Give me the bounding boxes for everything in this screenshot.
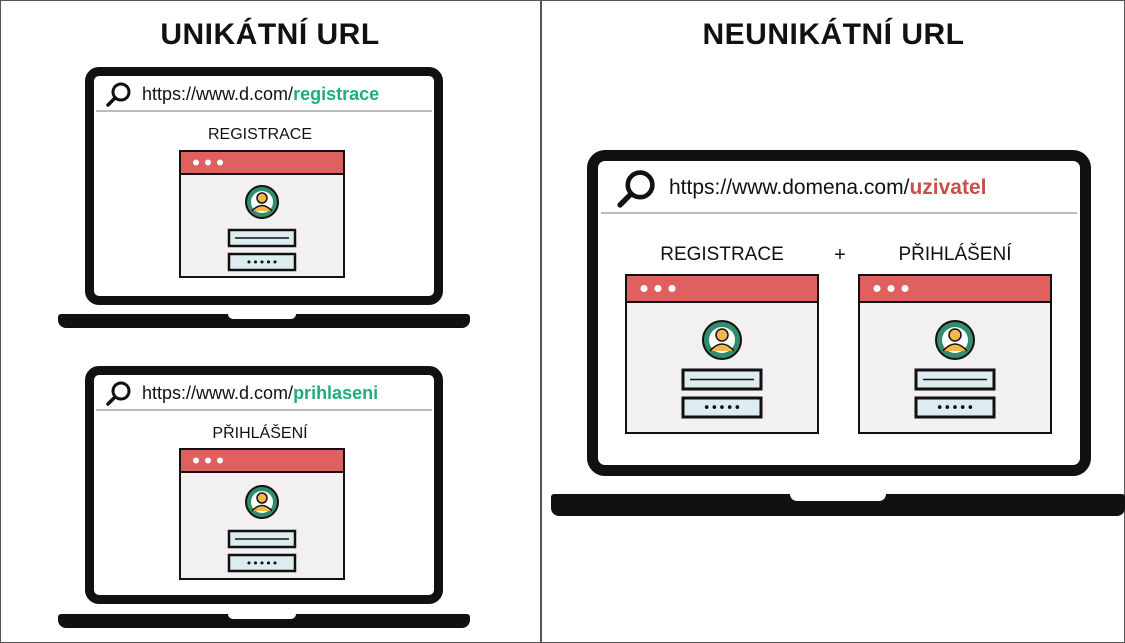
- url-base: https://www.d.com/: [142, 382, 294, 403]
- url-slug: uzivatel: [909, 176, 987, 199]
- svg-text:•••••: •••••: [246, 256, 278, 269]
- panel-label: PŘIHLÁŠENÍ: [212, 425, 308, 442]
- browser-window-icon: •••••: [179, 150, 345, 278]
- password-field-icon: [227, 553, 297, 573]
- password-field-icon: [914, 396, 996, 419]
- url-base: https://www.d.com/: [142, 83, 294, 104]
- address-bar: https://www.d.com/registrace: [96, 78, 432, 112]
- plus-sign: +: [834, 244, 846, 266]
- user-avatar-icon: [245, 185, 279, 219]
- url-slug: registrace: [293, 83, 380, 104]
- right-column-title: NEUNIKÁTNÍ URL: [702, 18, 965, 51]
- left-column-title: UNIKÁTNÍ URL: [160, 18, 380, 51]
- browser-window-icon: •••••: [858, 274, 1052, 434]
- password-field-icon: [681, 396, 763, 419]
- address-bar: https://www.d.com/prihlaseni: [96, 377, 432, 411]
- svg-text:•••••: •••••: [936, 401, 974, 416]
- magnifier-icon: [106, 381, 131, 406]
- magnifier-icon: [106, 82, 131, 107]
- svg-text:•••••: •••••: [246, 557, 278, 570]
- browser-window-icon: •••••: [625, 274, 819, 434]
- user-avatar-icon: [935, 320, 975, 360]
- column-divider: [540, 0, 542, 643]
- svg-text:•••••: •••••: [703, 401, 741, 416]
- panel-label-registrace: REGISTRACE: [660, 244, 784, 265]
- browser-window-icon: •••••: [179, 448, 345, 580]
- user-avatar-icon: [702, 320, 742, 360]
- panel-label: REGISTRACE: [207, 126, 312, 143]
- url-base: https://www.domena.com/: [669, 176, 910, 199]
- url-slug: prihlaseni: [293, 382, 379, 403]
- magnifier-icon: [617, 170, 655, 208]
- address-bar: https://www.domena.com/uzivatel: [601, 164, 1077, 214]
- user-avatar-icon: [245, 485, 279, 519]
- password-field-icon: [227, 252, 297, 272]
- panel-label-prihlaseni: PŘIHLÁŠENÍ: [898, 244, 1012, 265]
